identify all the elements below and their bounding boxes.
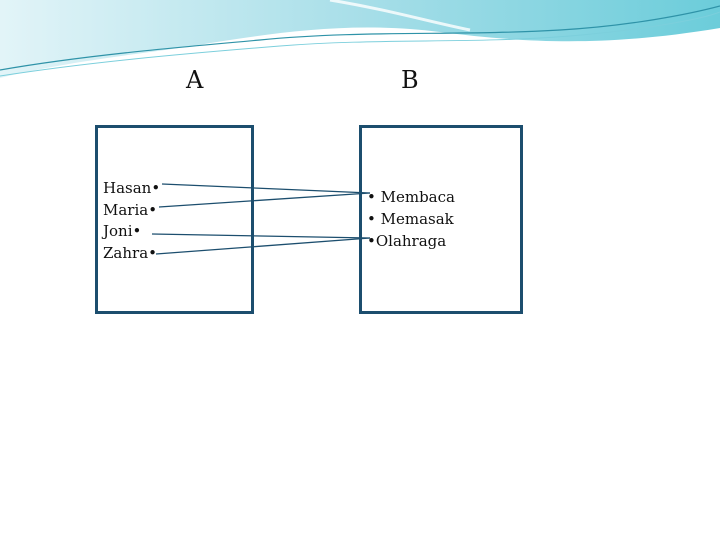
set-b-item: • Memasak (367, 210, 454, 228)
set-b-title: B (401, 66, 419, 94)
set-a-item: Maria• (103, 201, 158, 219)
set-b-item: • Membaca (367, 188, 455, 206)
set-a-title: A (186, 66, 204, 94)
mapping-line (161, 183, 371, 194)
mapping-line (151, 233, 371, 239)
header-wave-decoration (0, 0, 720, 78)
set-a-item: Hasan• (103, 179, 161, 197)
mapping-line (158, 192, 371, 208)
set-b-box (359, 125, 523, 314)
set-a-box (95, 125, 254, 314)
set-a-item: Zahra• (103, 244, 157, 262)
set-a-item: Joni• (103, 222, 142, 240)
mapping-line (155, 237, 371, 255)
set-b-item: •Olahraga (367, 232, 447, 250)
